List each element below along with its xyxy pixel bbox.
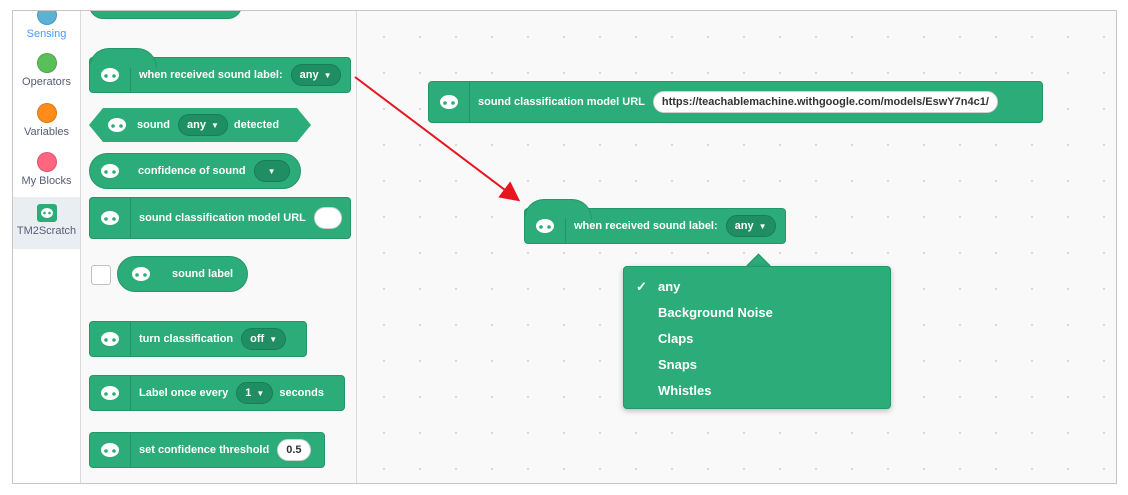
menu-item-whistles[interactable]: Whistles bbox=[658, 383, 711, 398]
palette-when-received-block[interactable]: when received sound label: any ▼ bbox=[89, 48, 351, 93]
palette-sound-detected-block[interactable]: sound any ▼ detected bbox=[89, 108, 311, 142]
confidence-dropdown[interactable]: ▼ bbox=[253, 160, 290, 182]
seconds-text: seconds bbox=[279, 387, 324, 399]
sound-text: sound bbox=[137, 119, 170, 131]
tm-robot-icon bbox=[90, 198, 131, 238]
checkmark-icon: ✓ bbox=[636, 279, 647, 294]
dropdown-value: off bbox=[250, 333, 265, 345]
turn-classification-text: turn classification bbox=[139, 333, 234, 345]
when-received-dropdown[interactable]: any ▼ bbox=[290, 64, 341, 86]
palette-turn-classification-block[interactable]: turn classification off ▼ bbox=[89, 321, 307, 357]
menu-item-label: Snaps bbox=[658, 357, 698, 372]
category-operators-label: Operators bbox=[22, 76, 71, 88]
scratch-editor: Sensing Operators Variables My Blocks TM… bbox=[12, 10, 1117, 484]
hat-cap bbox=[524, 199, 592, 219]
workspace-when-received-block[interactable]: when received sound label: any ▼ bbox=[524, 199, 786, 244]
menu-item-label: any bbox=[658, 279, 681, 294]
workspace-when-received-dropdown[interactable]: any ▼ bbox=[725, 215, 776, 237]
palette-confidence-block[interactable]: confidence of sound ▼ bbox=[89, 153, 301, 189]
category-variables-label: Variables bbox=[23, 126, 70, 138]
tm-robot-icon bbox=[525, 209, 566, 243]
model-url-input[interactable] bbox=[313, 207, 342, 229]
tm-robot-icon bbox=[90, 58, 131, 92]
model-url-text: sound classification model URL bbox=[139, 212, 306, 224]
tm-robot-icon bbox=[90, 376, 131, 410]
set-confidence-text: set confidence threshold bbox=[139, 444, 270, 456]
menu-item-background-noise[interactable]: Background Noise bbox=[658, 305, 773, 320]
sound-dropdown[interactable]: any ▼ bbox=[178, 114, 228, 136]
caret-down-icon: ▼ bbox=[758, 221, 767, 231]
sound-label-dropdown-menu: ✓ any Background Noise Claps Snaps Whist… bbox=[623, 266, 891, 409]
palette-sound-label-block[interactable]: sound label bbox=[117, 256, 248, 292]
category-tm2scratch[interactable]: TM2Scratch bbox=[13, 197, 80, 249]
sound-label-text: sound label bbox=[172, 268, 234, 280]
category-my-blocks-label: My Blocks bbox=[21, 175, 72, 187]
category-variables[interactable]: Variables bbox=[13, 103, 80, 138]
label-once-dropdown[interactable]: 1▼ bbox=[236, 382, 274, 404]
workspace-model-url-block[interactable]: sound classification model URL https://t… bbox=[428, 81, 1043, 123]
turn-classification-dropdown[interactable]: off ▼ bbox=[241, 328, 287, 350]
dropdown-value: 1 bbox=[245, 387, 252, 399]
tm-robot-icon bbox=[101, 108, 133, 142]
dropdown-value: any bbox=[187, 119, 206, 131]
tm-robot-icon bbox=[90, 154, 130, 188]
caret-down-icon: ▼ bbox=[267, 166, 276, 176]
my-blocks-color-dot bbox=[36, 152, 57, 172]
menu-item-claps[interactable]: Claps bbox=[658, 331, 693, 346]
when-received-text: when received sound label: bbox=[139, 69, 283, 81]
tm-robot-icon bbox=[90, 322, 131, 356]
menu-item-label: Claps bbox=[658, 331, 694, 346]
sensing-color-dot bbox=[36, 11, 57, 25]
category-tm2scratch-label: TM2Scratch bbox=[16, 225, 77, 237]
palette-partial-block[interactable] bbox=[89, 11, 242, 19]
menu-item-label: Whistles bbox=[658, 383, 712, 398]
tm-robot-icon bbox=[429, 82, 470, 122]
category-operators[interactable]: Operators bbox=[13, 53, 80, 88]
caret-down-icon: ▼ bbox=[323, 70, 332, 80]
caret-down-icon: ▼ bbox=[210, 120, 219, 130]
category-sidebar: Sensing Operators Variables My Blocks TM… bbox=[13, 11, 81, 483]
set-confidence-input[interactable]: 0.5 bbox=[277, 439, 311, 461]
category-sensing[interactable]: Sensing bbox=[13, 11, 80, 40]
workspace-model-url-input[interactable]: https://teachablemachine.withgoogle.com/… bbox=[652, 91, 998, 113]
label-once-text: Label once every bbox=[139, 387, 229, 399]
palette-model-url-block[interactable]: sound classification model URL bbox=[89, 197, 351, 239]
confidence-text: confidence of sound bbox=[138, 165, 246, 177]
palette-set-confidence-block[interactable]: set confidence threshold 0.5 bbox=[89, 432, 325, 468]
menu-item-snaps[interactable]: Snaps bbox=[658, 357, 697, 372]
detected-text: detected bbox=[233, 119, 280, 131]
variables-color-dot bbox=[36, 103, 57, 123]
workspace-when-received-text: when received sound label: bbox=[574, 220, 718, 232]
menu-item-label: Background Noise bbox=[658, 305, 773, 320]
caret-down-icon: ▼ bbox=[256, 388, 265, 398]
category-my-blocks[interactable]: My Blocks bbox=[13, 152, 80, 187]
category-sensing-label: Sensing bbox=[26, 28, 67, 40]
block-palette: when received sound label: any ▼ sound an… bbox=[81, 11, 357, 483]
tm-robot-icon bbox=[90, 433, 131, 467]
operators-color-dot bbox=[36, 53, 57, 73]
workspace-model-url-text: sound classification model URL bbox=[478, 96, 645, 108]
palette-label-once-block[interactable]: Label once every 1▼ seconds bbox=[89, 375, 345, 411]
hat-cap bbox=[89, 48, 157, 68]
caret-down-icon: ▼ bbox=[269, 334, 278, 344]
sound-label-checkbox[interactable] bbox=[91, 265, 111, 285]
dropdown-value: any bbox=[299, 69, 319, 81]
tm-robot-icon bbox=[118, 257, 164, 291]
dropdown-value: any bbox=[734, 220, 754, 232]
menu-item-any[interactable]: ✓ any bbox=[636, 279, 681, 294]
tm2scratch-icon bbox=[36, 204, 57, 222]
